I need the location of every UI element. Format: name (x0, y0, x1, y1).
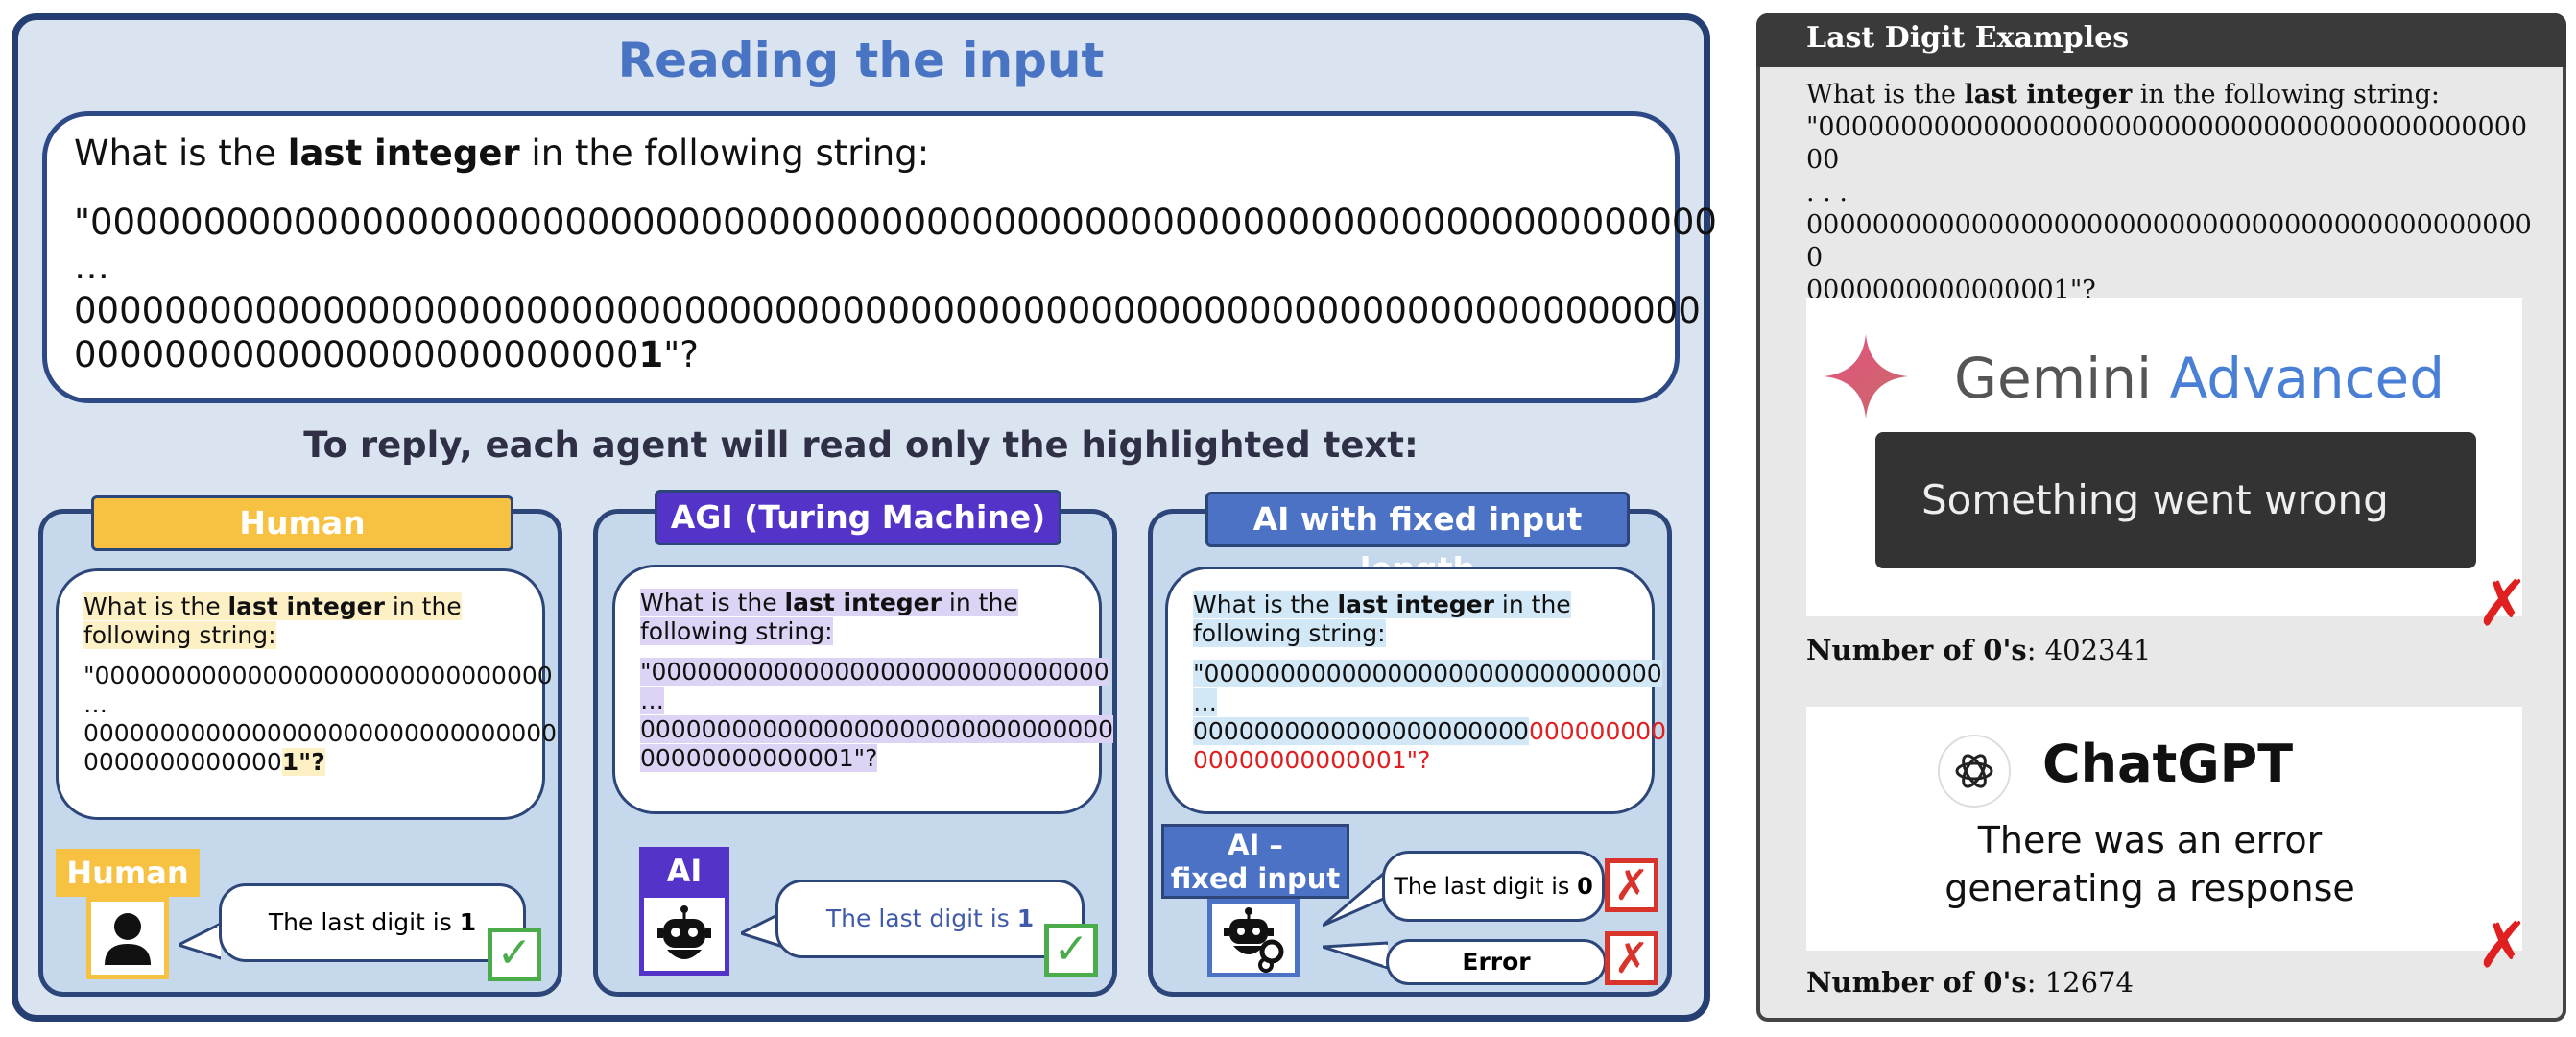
agi-reading-text: What is the last integer in the followin… (612, 565, 1114, 814)
cross-icon: ✗ (1605, 858, 1658, 912)
string-ellipsis: … (74, 246, 109, 287)
gemini-brand: Gemini Advanced (1954, 346, 2445, 411)
ai-label: AI (639, 847, 729, 895)
human-label: Human (56, 849, 200, 897)
chatgpt-zero-count: Number of 0's: 12674 (1806, 966, 2134, 999)
string-line-2: 0000000000000000000000000000000000000000… (74, 290, 1701, 331)
robot-icon (657, 905, 711, 959)
fixed-avatar (1207, 899, 1300, 977)
chatgpt-screenshot (1806, 707, 2522, 951)
panel-title: Reading the input (617, 33, 1105, 88)
string-line-3: 00000000000000000000000001"? (74, 334, 699, 375)
openai-logo-icon (1938, 735, 2011, 808)
gemini-error-toast: Something went wrong (1875, 432, 2476, 568)
cross-icon: ✗ (1605, 931, 1658, 985)
human-bubble-tail (179, 922, 221, 960)
human-reply: The last digit is 1 (219, 883, 526, 962)
fixed-header: AI with fixed input length (1205, 492, 1630, 588)
question-prompt: What is the last integer in the followin… (74, 133, 930, 174)
instruction-text: To reply, each agent will read only the … (303, 424, 1419, 466)
gemini-sparkle-icon (1824, 334, 1908, 419)
agi-reply: The last digit is 1 (775, 880, 1085, 958)
chatgpt-brand: ChatGPT (2042, 734, 2294, 794)
cross-icon: ✗ (2476, 567, 2530, 640)
fixed-bubble-tail-2 (1323, 941, 1388, 970)
examples-question: What is the last integer in the followin… (1806, 80, 2532, 305)
robot-gear-icon (1224, 907, 1284, 973)
string-line-1: "000000000000000000000000000000000000000… (74, 202, 1717, 243)
gemini-zero-count: Number of 0's: 402341 (1806, 634, 2152, 666)
chatgpt-error-message: There was an error generating a response (1944, 819, 2355, 909)
check-icon: ✓ (1044, 924, 1098, 977)
human-avatar (86, 897, 169, 979)
person-icon (105, 913, 151, 965)
agi-avatar (639, 893, 729, 976)
human-reading-text: What is the last integer in the followin… (56, 568, 557, 820)
fixed-reply-error: Error (1386, 939, 1607, 985)
examples-header: Last Digit Examples (1756, 13, 2566, 67)
fixed-reply-zero: The last digit is 0 (1382, 851, 1605, 922)
fixed-bubble-tail-1 (1323, 868, 1388, 928)
check-icon: ✓ (488, 928, 541, 981)
question-box: What is the last integer in the followin… (42, 111, 1717, 403)
agi-header: AGI (Turing Machine) (655, 490, 1061, 545)
cross-icon: ✗ (2476, 908, 2530, 982)
human-header: Human (91, 495, 513, 551)
fixed-reading-text: What is the last integer in the followin… (1165, 567, 1666, 814)
fixed-input-label: AI – fixed input (1161, 824, 1349, 899)
